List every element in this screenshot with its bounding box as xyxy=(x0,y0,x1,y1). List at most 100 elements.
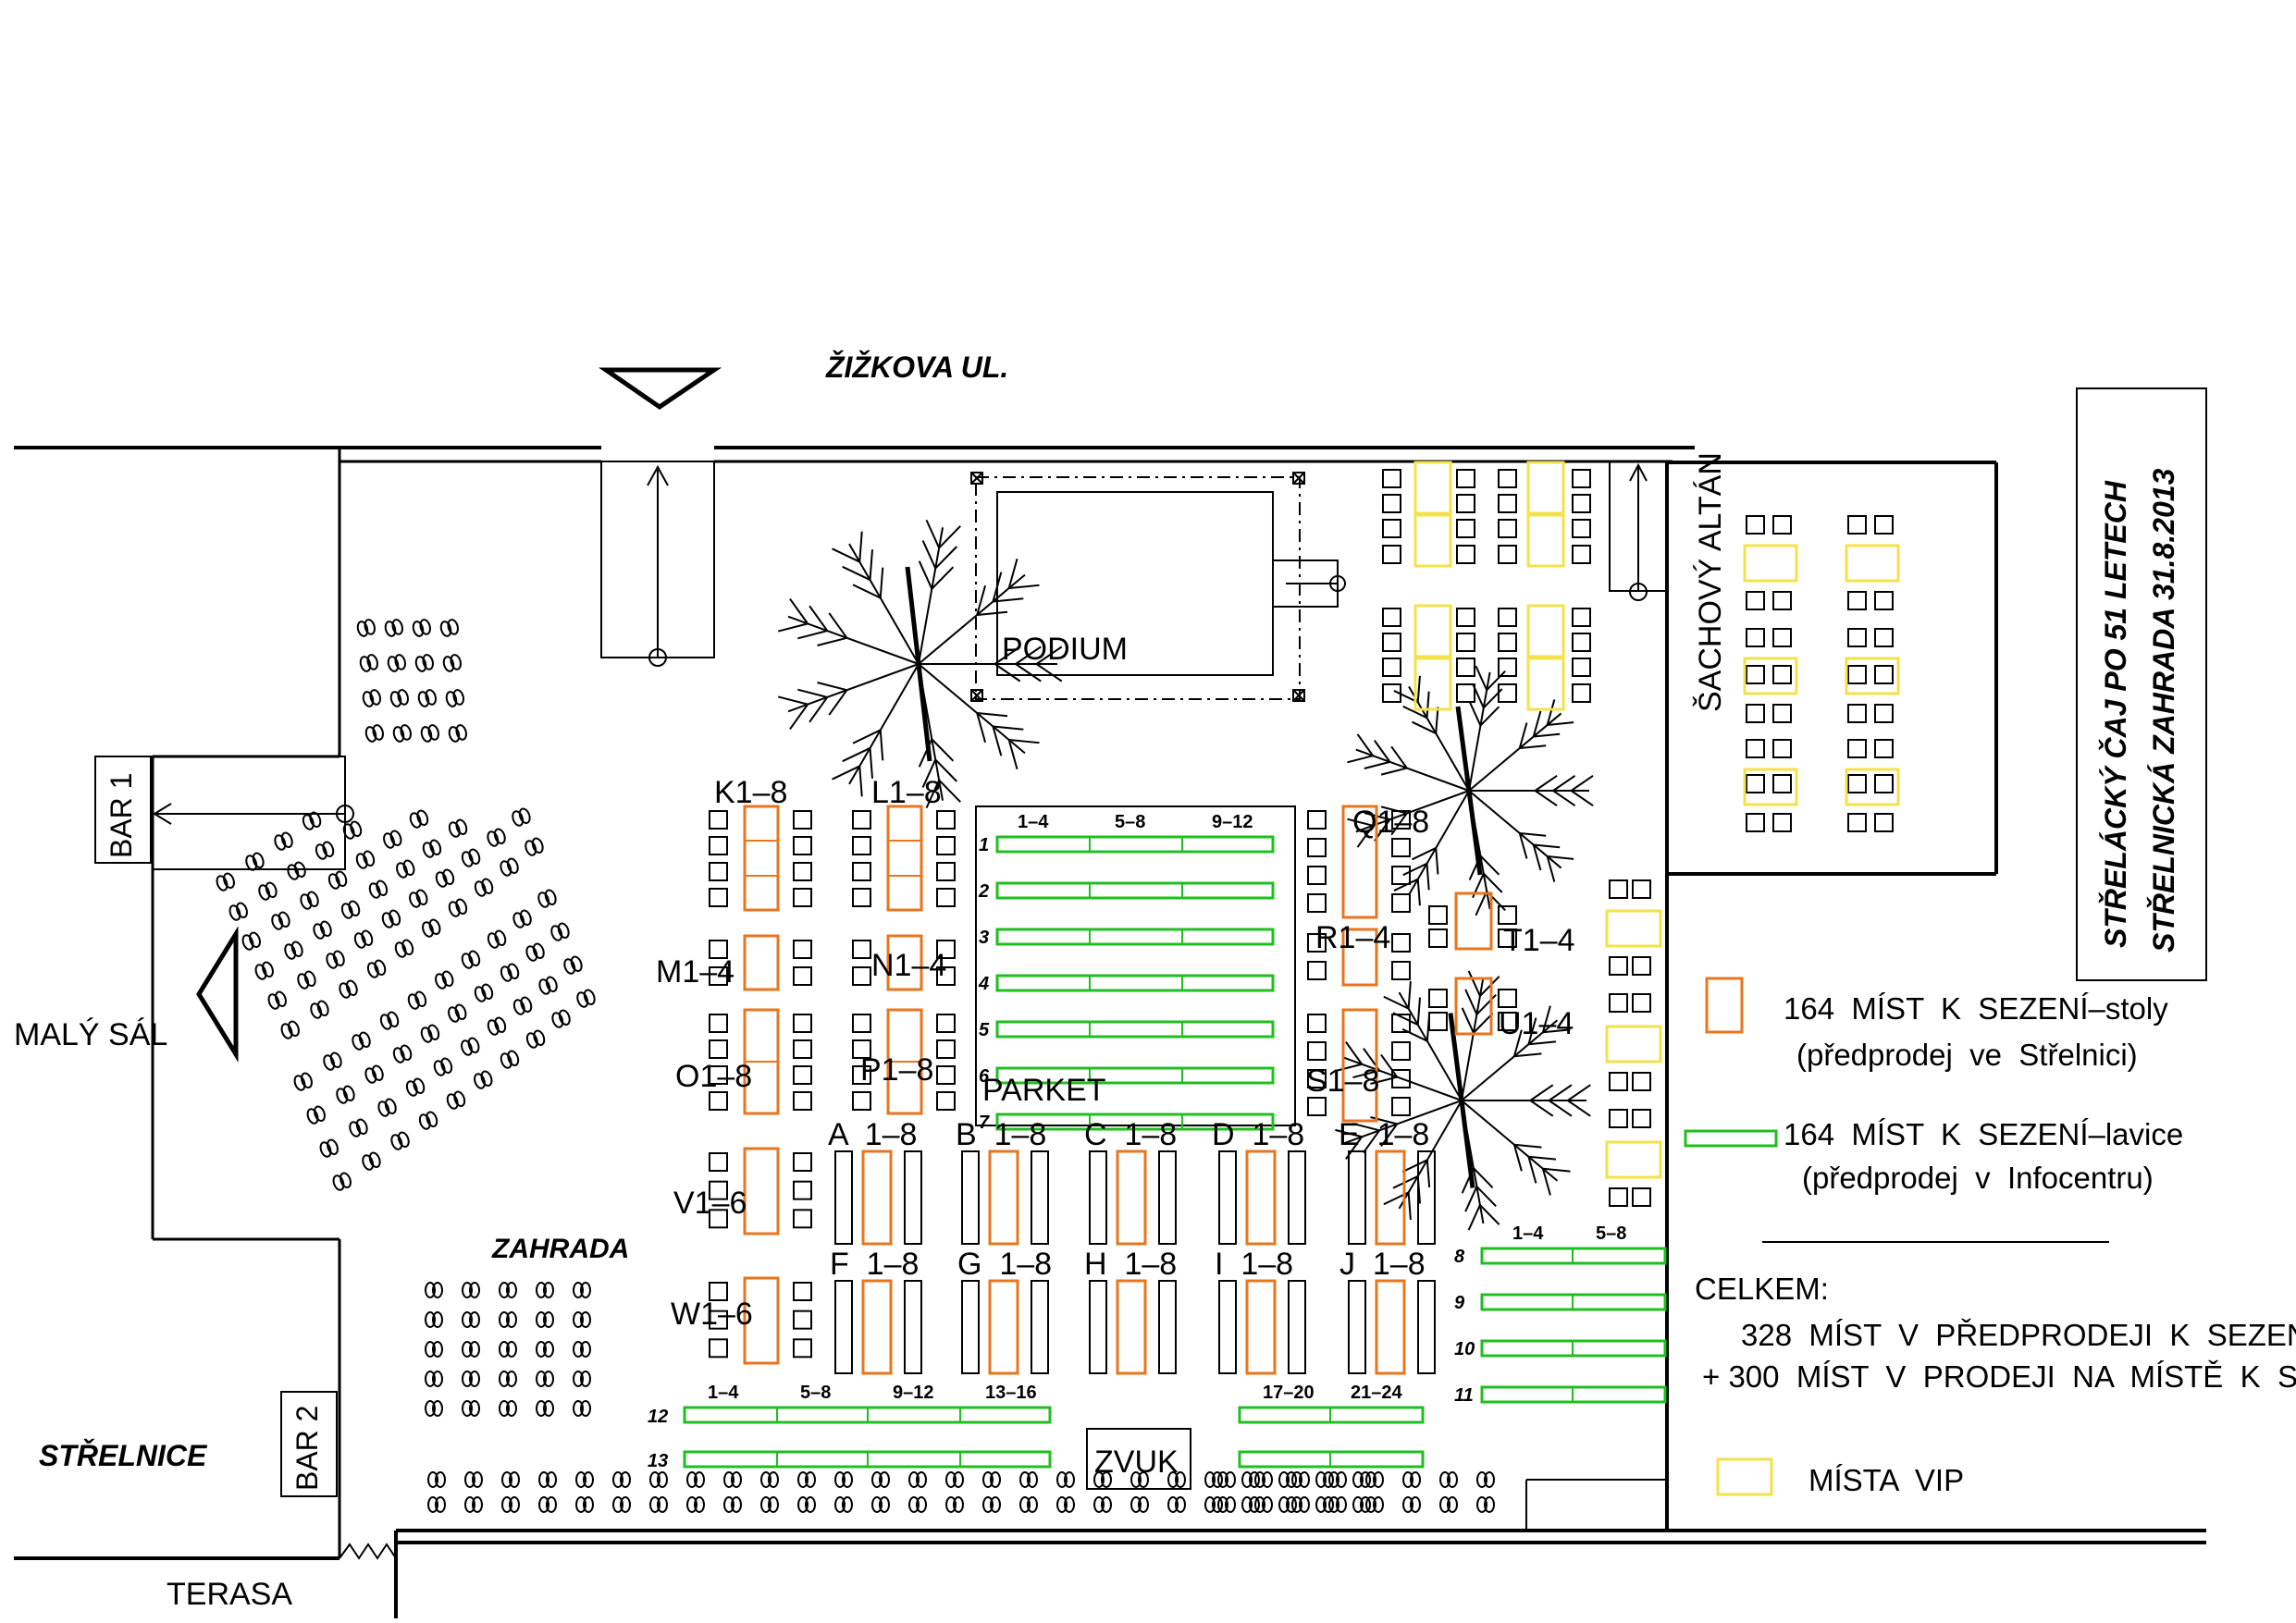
standing-person xyxy=(464,1496,483,1513)
person-shape xyxy=(1254,1496,1265,1513)
person-shape xyxy=(543,1341,554,1358)
person-shape xyxy=(1328,1496,1339,1513)
person-shape xyxy=(432,1341,443,1358)
chair xyxy=(1498,989,1517,1008)
chair xyxy=(1746,813,1765,832)
tree-twig xyxy=(918,560,933,590)
maly-sal-label: MALÝ SÁL xyxy=(14,1017,167,1052)
person-shape xyxy=(1064,1471,1075,1488)
person-shape xyxy=(432,1371,443,1387)
chair xyxy=(936,888,956,907)
tree-twig xyxy=(1407,980,1412,1009)
standing-person xyxy=(362,1151,381,1171)
person-shape xyxy=(1447,1471,1458,1488)
standing-person xyxy=(462,1282,480,1298)
long-table xyxy=(1245,1150,1277,1246)
person-shape xyxy=(425,1311,436,1328)
standing-person xyxy=(760,1471,779,1488)
person-shape xyxy=(879,1471,890,1488)
standing-person xyxy=(448,898,468,917)
standing-person xyxy=(686,1496,705,1513)
bench-row-number: 4 xyxy=(978,974,989,994)
person-shape xyxy=(493,828,506,844)
chair xyxy=(1307,866,1327,885)
tree-twig xyxy=(1390,745,1408,769)
vip-table xyxy=(1845,768,1900,806)
standing-person xyxy=(461,848,481,867)
person-shape xyxy=(461,953,474,969)
long-table xyxy=(1116,1279,1147,1375)
standing-person xyxy=(649,1471,668,1488)
tables xyxy=(743,805,1493,1375)
person-shape xyxy=(499,1371,510,1387)
standing-person xyxy=(575,1496,594,1513)
person-shape xyxy=(1225,1496,1236,1513)
long-table xyxy=(988,1150,1019,1246)
label-Q: Q1–8 xyxy=(1352,805,1429,840)
tree-twig xyxy=(994,646,1021,665)
chair xyxy=(1391,1014,1411,1033)
standing-person xyxy=(536,1282,554,1298)
chair xyxy=(1632,1109,1651,1128)
tree-twig xyxy=(817,682,847,692)
sachovy-altan-label: ŠACHOVÝ ALTÁN xyxy=(1693,452,1728,712)
bench-row-number: 2 xyxy=(978,881,989,902)
tree-twig xyxy=(1513,1143,1542,1149)
standing-person xyxy=(323,1051,342,1071)
tree-branch xyxy=(1398,1100,1463,1210)
chair xyxy=(936,1091,956,1111)
standing-person xyxy=(501,1496,520,1513)
tree-twig xyxy=(1534,790,1558,806)
person-shape xyxy=(348,900,361,916)
person-shape xyxy=(391,619,403,635)
tree-icon xyxy=(1347,665,1594,916)
person-shape xyxy=(462,1341,473,1358)
standing-person xyxy=(355,850,376,869)
person-shape xyxy=(417,691,430,707)
chair xyxy=(1456,545,1475,564)
person-shape xyxy=(472,1471,483,1488)
person-shape xyxy=(336,1088,349,1104)
label-O: O1–8 xyxy=(675,1059,752,1094)
standing-person xyxy=(1328,1496,1347,1513)
person-shape xyxy=(425,1371,436,1387)
person-shape xyxy=(1291,1471,1302,1488)
tree-twig xyxy=(1416,879,1421,906)
person-shape xyxy=(448,726,461,743)
chair xyxy=(793,862,812,881)
standing-person xyxy=(407,990,427,1010)
person-shape xyxy=(390,1134,403,1150)
tree-twig xyxy=(1519,831,1547,837)
chair xyxy=(709,1282,728,1301)
tree-twig xyxy=(1347,818,1374,827)
chair xyxy=(1746,515,1765,535)
person-shape xyxy=(236,902,248,918)
person-shape xyxy=(422,654,434,670)
tree-twig xyxy=(1486,670,1506,691)
tree-twig xyxy=(1407,1192,1412,1221)
tree-twig xyxy=(777,622,809,633)
standing-person xyxy=(834,1471,853,1488)
person-shape xyxy=(1019,1471,1031,1488)
tree-twig xyxy=(1402,705,1427,719)
person-shape xyxy=(414,656,427,672)
tree-twig xyxy=(1380,1123,1399,1148)
person-shape xyxy=(429,839,442,855)
person-shape xyxy=(1336,1471,1347,1488)
standing-person xyxy=(871,1471,890,1488)
tree-branch xyxy=(918,663,1026,755)
chair xyxy=(1572,494,1591,513)
vip-table xyxy=(1845,657,1900,695)
chair xyxy=(1307,1069,1327,1088)
standing-person xyxy=(512,807,531,827)
person-shape xyxy=(1402,1496,1413,1513)
tree-twig xyxy=(1534,775,1558,792)
bench-seat xyxy=(1089,1150,1107,1245)
chair xyxy=(1456,494,1475,513)
person-shape xyxy=(265,881,278,898)
standing-person xyxy=(1315,1496,1334,1513)
person-shape xyxy=(1484,1471,1495,1488)
person-shape xyxy=(362,1154,375,1171)
standing-person xyxy=(319,1138,339,1158)
person-shape xyxy=(245,855,258,871)
